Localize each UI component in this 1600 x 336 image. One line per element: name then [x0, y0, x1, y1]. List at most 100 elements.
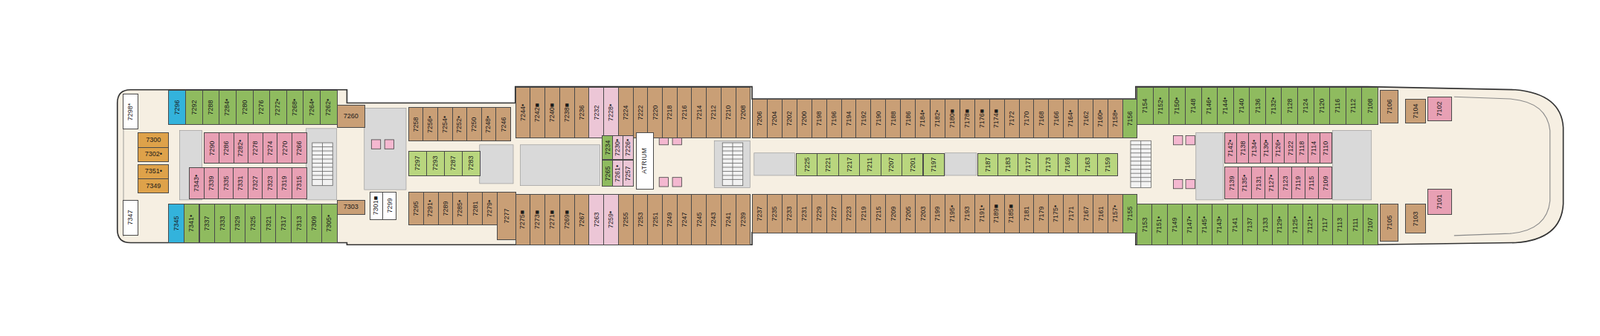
cabin-box: 7278: [247, 132, 264, 164]
cabin-box: 7175•: [1048, 194, 1064, 234]
cabin-number: 7323: [266, 176, 273, 192]
cabin-box: 7107: [1362, 203, 1379, 246]
cabin-number: 7291•: [427, 200, 435, 218]
cabin-number: 7202: [786, 111, 793, 127]
cabin-number: 7171: [1067, 206, 1075, 221]
cabin-number: 7335: [222, 176, 230, 192]
elevators: [371, 135, 1195, 189]
elevator-symbol: [1185, 135, 1195, 145]
cabin-number: 7107: [1367, 217, 1374, 233]
cabin-box: 7136: [1248, 87, 1267, 126]
cabin-number: 7319: [281, 176, 288, 192]
cabin-number: 7248•: [485, 116, 493, 134]
cabin-box: 7194: [841, 98, 857, 139]
cabin-number: 7218: [666, 104, 674, 120]
cabin-box: 7208: [735, 87, 752, 140]
cabin-number: 7160•: [1097, 110, 1104, 128]
cabin-box: 7243: [705, 194, 722, 247]
cabin-box: 7131: [1251, 166, 1266, 201]
cabin-box: 7265: [601, 159, 613, 186]
cabin-number: 7103: [1412, 211, 1420, 227]
cabin-box: 7180■: [944, 98, 961, 139]
cabin-box: 7239: [735, 194, 752, 247]
cabin-number: 7262•: [325, 98, 332, 117]
cabin-box: 7234: [601, 135, 613, 160]
cabin-box: 7106: [1379, 90, 1400, 124]
cabin-number: 7176■: [978, 109, 986, 128]
cabin-number: 7108: [1366, 98, 1374, 114]
cabin-number: 7133: [1261, 217, 1269, 233]
cabin-box: 7327: [247, 167, 264, 201]
cabin-number: 7242■: [534, 103, 541, 122]
cabin-box: 7253: [633, 194, 649, 247]
cabin-box: 7345: [168, 203, 185, 244]
cabin-box: 7159: [1097, 153, 1118, 177]
cabin-number: 7214: [695, 104, 703, 120]
cabin-number: 7264•: [308, 98, 316, 117]
lobby-area: [754, 153, 796, 176]
cabin-number: 7156: [1126, 111, 1134, 127]
cabin-number: 7203: [919, 206, 927, 221]
cabin-box: 7201: [901, 153, 924, 177]
cabin-box: 7102: [1427, 96, 1452, 122]
lobby-area: [364, 107, 407, 190]
cabin-box: 7112: [1345, 87, 1363, 126]
cabin-box: 7228•: [603, 87, 619, 140]
cabin-box: 7250: [466, 107, 483, 142]
cabin-number: 7271■: [548, 210, 556, 230]
cabin-box: 7343•: [188, 167, 205, 201]
cabin-number: 7180■: [949, 109, 956, 128]
cabin-number: 7297: [414, 156, 422, 172]
cabin-box: 7240■: [544, 87, 561, 140]
cabin-number: 7206: [756, 111, 764, 127]
cabin-number: 7247: [681, 211, 689, 227]
cabin-box: 7277: [496, 191, 517, 241]
cabin-number: 7225: [803, 156, 811, 172]
cabin-number: 7313: [295, 216, 302, 232]
cabin-number: 7170: [1023, 111, 1031, 127]
cabin-box: 7199: [929, 194, 946, 234]
cabin-number: 7129•: [1276, 216, 1284, 234]
cabin-number: 7162: [1082, 111, 1089, 127]
cabin-number: 7282•: [237, 139, 244, 157]
cabin-box: 7140: [1233, 87, 1251, 126]
bow-deck-line: [1454, 96, 1551, 236]
cabin-number: 7228•: [607, 104, 615, 122]
cabin-box: 7200: [796, 98, 813, 139]
cabin-box: 7174■: [989, 98, 1005, 139]
cabin-box: 7233: [781, 194, 798, 234]
cabin-box: 7351•: [137, 164, 169, 180]
cabin-box: 7323: [261, 167, 278, 201]
hull-outline: [117, 87, 1564, 246]
cabin-box: 7171: [1062, 194, 1079, 234]
cabin-box: 7221: [816, 153, 839, 177]
cabin-number: 7276: [258, 100, 265, 116]
cabin-number: 7188: [889, 111, 897, 127]
cabin-box: 7150•: [1168, 87, 1186, 126]
cabin-number: 7123: [1281, 175, 1289, 191]
cabin-box: 7119: [1291, 166, 1306, 201]
cabin-box: 7124: [1297, 87, 1315, 126]
cabin-number: 7233: [786, 206, 793, 221]
cabin-box: 7295: [408, 191, 424, 226]
cabin-number: 7148: [1190, 98, 1197, 114]
cabin-number: 7197: [930, 156, 938, 172]
cabin-box: 7309: [306, 203, 323, 244]
cabin-box: 7158•: [1107, 98, 1124, 139]
cabin-box: 7192: [855, 98, 872, 139]
cabin-number: 7146•: [1205, 97, 1213, 115]
cabin-number: 7220: [651, 104, 659, 120]
cabin-box: 7206: [752, 98, 768, 139]
cabin-number: 7175•: [1052, 205, 1060, 223]
cabin-number: 7327: [252, 176, 259, 192]
cabin-number: 7296: [174, 100, 181, 116]
cabin-box: 7219: [855, 194, 872, 234]
cabin-box: 7303: [336, 200, 366, 215]
cabin-number: 7204: [771, 111, 779, 127]
cabin-number: 7244•: [519, 104, 527, 122]
cabin-number: 7257: [624, 165, 632, 181]
cabin-number: 7287: [450, 156, 457, 172]
lobby-area: [1196, 132, 1224, 201]
cabin-box: 7178■: [959, 98, 976, 139]
cabin-box: 7215: [870, 194, 886, 234]
